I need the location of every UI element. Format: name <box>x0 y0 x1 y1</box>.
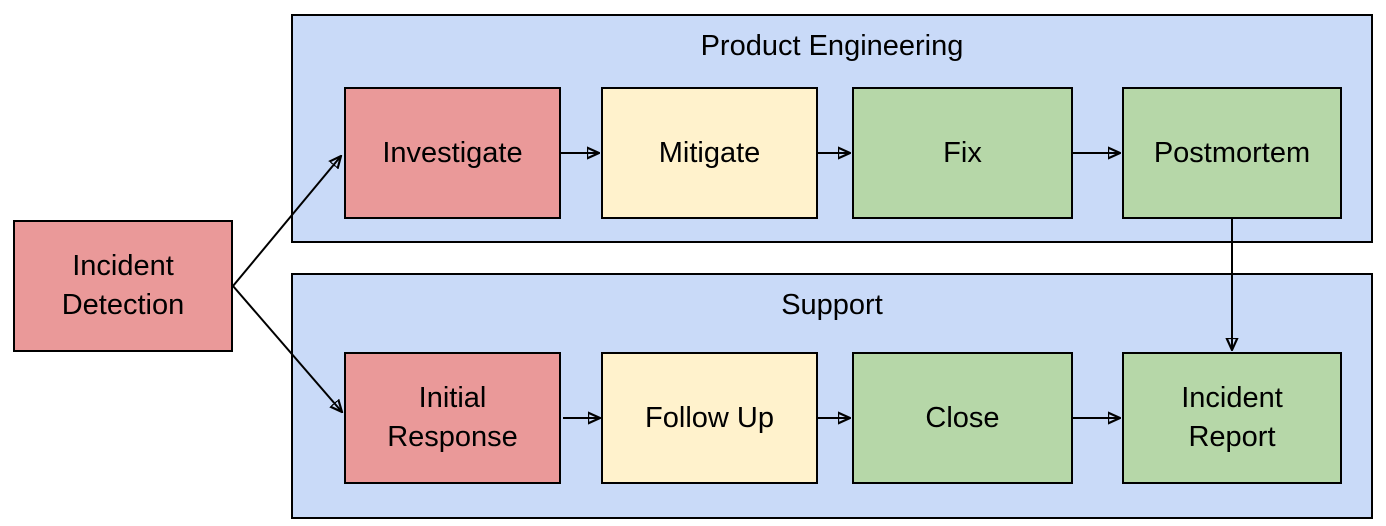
node-follow-up: Follow Up <box>601 352 818 484</box>
node-fix: Fix <box>852 87 1073 219</box>
node-initial-response: Initial Response <box>344 352 561 484</box>
node-incident-report: Incident Report <box>1122 352 1342 484</box>
node-investigate: Investigate <box>344 87 561 219</box>
lane-title-product-engineering: Product Engineering <box>700 30 964 62</box>
node-incident-detection: Incident Detection <box>13 220 233 352</box>
node-postmortem: Postmortem <box>1122 87 1342 219</box>
node-mitigate: Mitigate <box>601 87 818 219</box>
lane-title-support: Support <box>781 289 883 321</box>
node-close: Close <box>852 352 1073 484</box>
